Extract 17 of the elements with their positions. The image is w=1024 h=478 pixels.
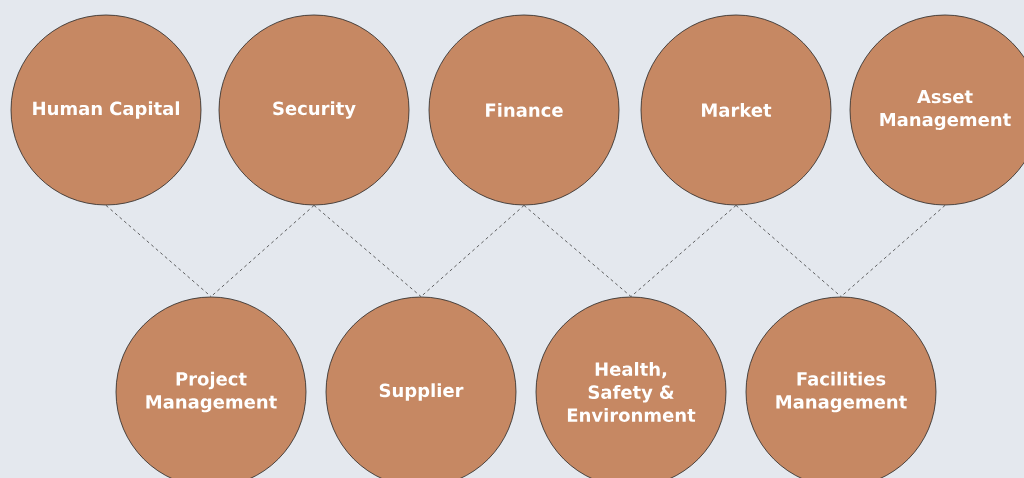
circle-node: Health, Safety & Environment xyxy=(535,296,727,478)
dashed-line xyxy=(840,205,946,297)
dashed-line xyxy=(630,205,737,297)
circle-node: Human Capital xyxy=(10,14,202,206)
dashed-line xyxy=(210,205,315,297)
circle-node: Finance xyxy=(428,14,620,206)
dashed-line xyxy=(105,205,212,297)
dashed-line xyxy=(735,205,842,297)
circle-node: Asset Management xyxy=(849,14,1024,206)
circle-node: Project Management xyxy=(115,296,307,478)
circle-node: Security xyxy=(218,14,410,206)
circle-node: Facilities Management xyxy=(745,296,937,478)
dashed-line xyxy=(313,205,422,297)
circle-node: Market xyxy=(640,14,832,206)
dashed-line xyxy=(523,205,632,297)
circle-node: Supplier xyxy=(325,296,517,478)
dashed-line xyxy=(420,205,525,297)
